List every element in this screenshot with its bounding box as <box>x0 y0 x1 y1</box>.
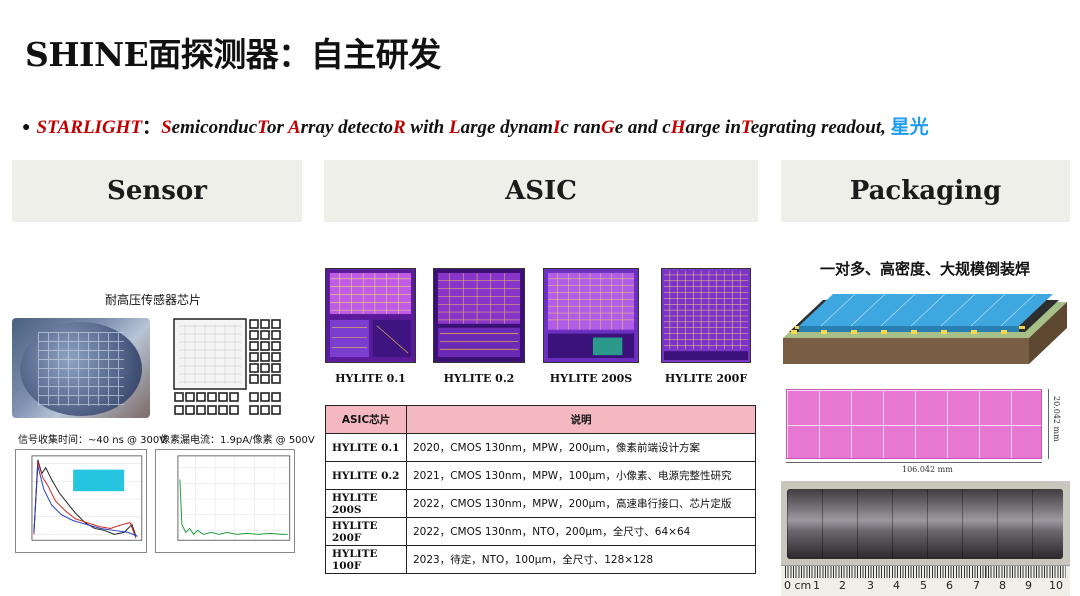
signal-collection-plot <box>15 449 147 553</box>
acronym-text: e and c <box>614 117 671 138</box>
acronym-letter: T <box>257 117 268 138</box>
ruler-label: 7 <box>973 579 980 592</box>
ruler-ticks <box>785 566 1066 578</box>
acronym-text: rray detecto <box>300 117 393 138</box>
table-row: HYLITE 100F 2023，待定，NTO，100μm，全尺寸、128×12… <box>325 545 756 574</box>
acronym-text: arge in <box>685 117 741 138</box>
ruler-label: 1 <box>813 579 820 592</box>
module-photo: 0 cm 1 2 3 4 5 6 7 8 9 10 <box>781 481 1070 596</box>
flip-chip-diagram <box>783 293 1067 364</box>
leakage-current-plot <box>155 449 295 553</box>
column-header-description: 说明 <box>406 405 756 434</box>
table-row: HYLITE 0.1 2020，CMOS 130nm，MPW，200μm，像素前… <box>325 433 756 462</box>
table-header-row: ASIC芯片 说明 <box>325 405 756 434</box>
width-dimension-label: 106.042 mm <box>902 465 953 474</box>
asic-chip-table: ASIC芯片 说明 HYLITE 0.1 2020，CMOS 130nm，MPW… <box>325 405 756 574</box>
acronym-text: with <box>405 117 449 138</box>
module-silicon <box>787 489 1063 559</box>
acronym-text: arge dynam <box>460 117 553 138</box>
table-cell-description: 2023，待定，NTO，100μm，全尺寸、128×128 <box>406 545 756 574</box>
ruler: 0 cm 1 2 3 4 5 6 7 8 9 10 <box>781 565 1070 596</box>
ruler-label: 3 <box>867 579 874 592</box>
table-cell-chip: HYLITE 0.1 <box>325 433 407 462</box>
height-dimension-label: 20.042 mm <box>1052 396 1061 442</box>
acronym-letter: A <box>287 117 301 138</box>
bullet-icon: ● <box>22 120 31 135</box>
table-row: HYLITE 200F 2022，CMOS 130nm，NTO，200μm，全尺… <box>325 517 756 546</box>
table-cell-chip: HYLITE 200S <box>325 489 407 518</box>
table-row: HYLITE 200S 2022，CMOS 130nm，MPW，200μm，高速… <box>325 489 756 518</box>
acronym-letter: R <box>392 117 406 138</box>
table-row: HYLITE 0.2 2021，CMOS 130nm，MPW，100μm，小像素… <box>325 461 756 490</box>
acronym-letter: H <box>670 117 686 138</box>
sensor-array-layout <box>786 389 1042 459</box>
ruler-label: 4 <box>893 579 900 592</box>
chip-label-hylite-0-2: HYLITE 0.2 <box>443 372 515 385</box>
ruler-label: 9 <box>1025 579 1032 592</box>
wafer-grid <box>38 332 124 406</box>
acronym-letter: G <box>601 117 615 138</box>
asic-chip-hylite-200f <box>661 268 751 363</box>
table-cell-description: 2022，CMOS 130nm，NTO，200μm，全尺寸、64×64 <box>406 517 756 546</box>
acronym-letter: I <box>552 117 561 138</box>
signal-time-caption: 信号收集时间：~40 ns @ 300V <box>18 435 167 446</box>
ruler-label: 6 <box>946 579 953 592</box>
acronym-text: emiconduc <box>171 117 258 138</box>
table-cell-chip: HYLITE 100F <box>325 545 407 574</box>
chip-label-hylite-200s: HYLITE 200S <box>549 372 633 385</box>
width-dimension-line <box>786 462 1042 463</box>
chinese-name: 星光 <box>890 117 929 138</box>
ruler-label: 10 <box>1049 579 1063 592</box>
wafer-photo <box>12 318 150 418</box>
table-cell-description: 2022，CMOS 130nm，MPW，200μm，高速串行接口、芯片定版 <box>406 489 756 518</box>
starlight-definition: ●STARLIGHT：SemiconducTor Array detectoR … <box>22 112 1072 139</box>
acronym: STARLIGHT <box>36 117 143 138</box>
leakage-current-caption: 像素漏电流：1.9pA/像素 @ 500V <box>160 435 315 446</box>
acronym-letter: S <box>161 117 172 138</box>
ruler-label: 0 cm <box>784 579 812 592</box>
column-header-chip: ASIC芯片 <box>325 405 407 434</box>
asic-chip-hylite-0-1 <box>325 268 416 363</box>
sensor-chip-layout <box>173 318 281 415</box>
acronym-expansion: SemiconducTor Array detectoR with Large … <box>161 117 891 138</box>
chip-label-hylite-200f: HYLITE 200F <box>664 372 748 385</box>
acronym-text: egrating readout, <box>750 117 891 138</box>
height-dimension-line <box>1048 389 1049 459</box>
table-cell-chip: HYLITE 0.2 <box>325 461 407 490</box>
slide-title: SHINE面探测器：自主研发 <box>25 35 441 74</box>
colon: ： <box>142 117 162 138</box>
table-cell-description: 2020，CMOS 130nm，MPW，200μm，像素前端设计方案 <box>406 433 756 462</box>
table-cell-chip: HYLITE 200F <box>325 517 407 546</box>
acronym-text: or <box>267 117 288 138</box>
chip-label-hylite-0-1: HYLITE 0.1 <box>335 372 406 385</box>
ruler-label: 2 <box>839 579 846 592</box>
section-header-sensor: Sensor <box>12 160 302 222</box>
asic-chip-hylite-0-2 <box>433 268 525 363</box>
ruler-label: 5 <box>920 579 927 592</box>
acronym-text: c ran <box>560 117 602 138</box>
acronym-letter: L <box>448 117 461 138</box>
ruler-label: 8 <box>999 579 1006 592</box>
table-cell-description: 2021，CMOS 130nm，MPW，100μm，小像素、电源完整性研究 <box>406 461 756 490</box>
section-header-packaging: Packaging <box>781 160 1070 222</box>
asic-chip-hylite-200s <box>543 268 639 363</box>
packaging-caption: 一对多、高密度、大规模倒装焊 <box>819 260 1030 278</box>
sensor-chip-caption: 耐高压传感器芯片 <box>105 293 202 307</box>
section-header-asic: ASIC <box>324 160 758 222</box>
acronym-letter: T <box>740 117 751 138</box>
